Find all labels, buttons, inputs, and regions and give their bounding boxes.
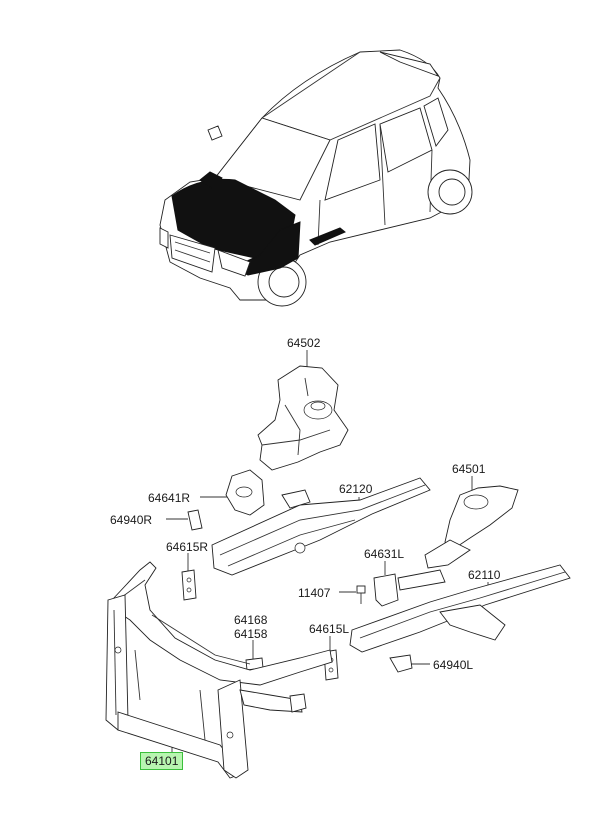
part-64641R-shape	[225, 469, 265, 516]
part-label-64501[interactable]: 64501	[452, 462, 486, 476]
part-62110-shape	[349, 564, 571, 653]
part-64101-shape	[105, 561, 333, 779]
part-label-64940L[interactable]: 64940L	[433, 658, 474, 672]
part-64502-shape	[257, 365, 349, 471]
part-label-64615L[interactable]: 64615L	[309, 622, 350, 636]
part-label-64502[interactable]: 64502	[287, 336, 321, 350]
part-64615R-shape	[181, 569, 197, 601]
part-label-64615R[interactable]: 64615R	[166, 540, 209, 554]
part-label-64641R[interactable]: 64641R	[148, 491, 191, 505]
part-label-64940R[interactable]: 64940R	[110, 513, 153, 527]
part-64940R-shape	[187, 509, 203, 531]
part-label-62110[interactable]: 62110	[468, 568, 501, 582]
part-64940L-shape	[389, 654, 413, 673]
part-64501-shape	[424, 485, 519, 569]
part-label-64158[interactable]: 64158	[234, 627, 268, 641]
part-label-64168[interactable]: 64168	[234, 613, 268, 627]
part-label-64631L[interactable]: 64631L	[364, 547, 405, 561]
part-label-11407[interactable]: 11407	[298, 586, 331, 600]
car-illustration	[159, 49, 473, 307]
part-label-64101-highlighted[interactable]: 64101	[140, 752, 184, 770]
part-11407-shape	[356, 585, 366, 604]
part-64631L-shape	[373, 569, 446, 607]
part-label-62120[interactable]: 62120	[339, 482, 373, 496]
part-62120-shape	[211, 477, 431, 576]
